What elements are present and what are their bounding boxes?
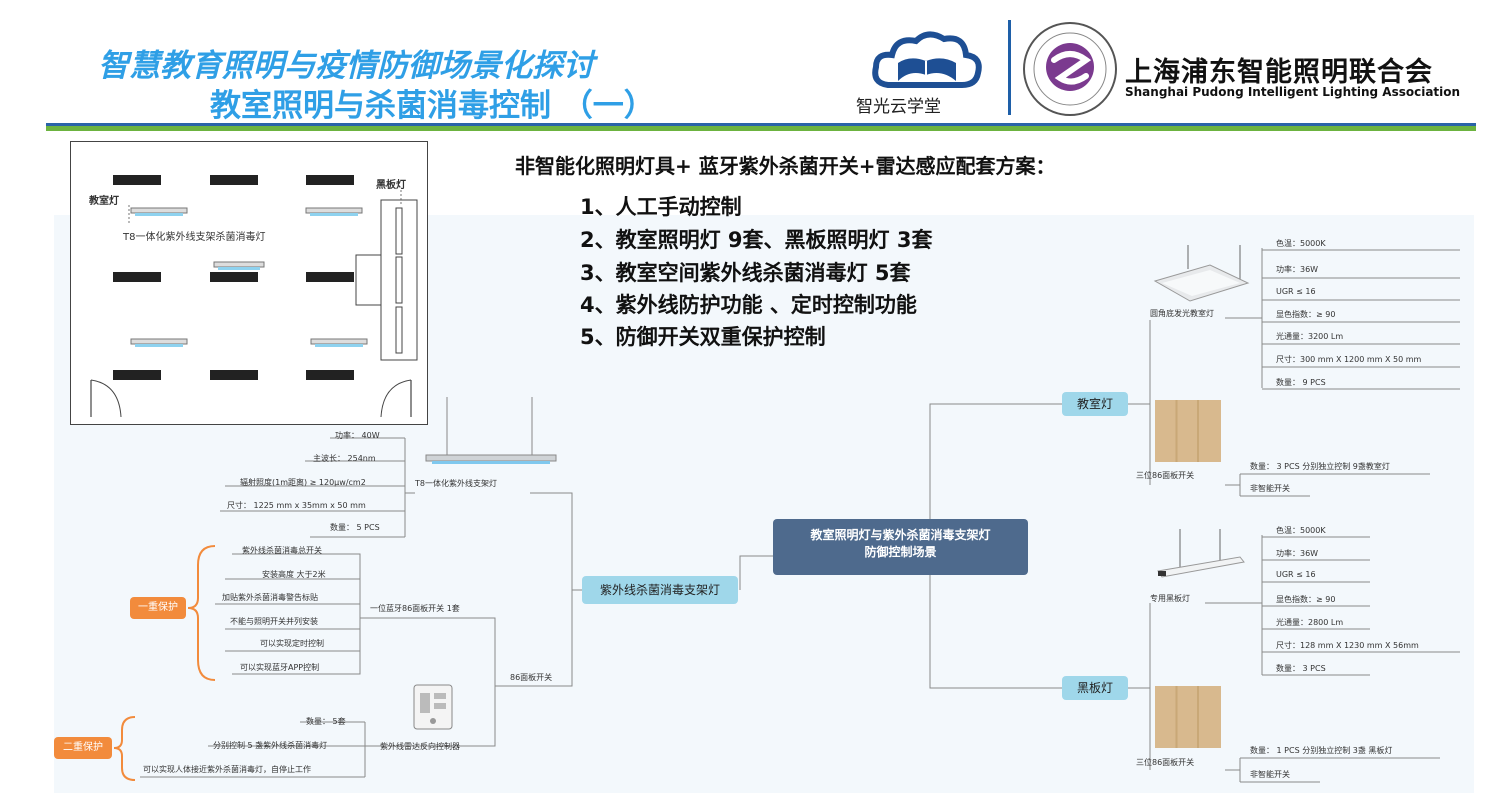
classroom-switch-item: 数量： 3 PCS 分别独立控制 9盏教室灯 bbox=[1250, 462, 1390, 471]
classroom-spec: 尺寸：300 mm X 1200 mm X 50 mm bbox=[1276, 355, 1422, 364]
uv-bt-item: 紫外线杀菌消毒总开关 bbox=[242, 546, 322, 555]
radar-controller-icon bbox=[413, 684, 453, 730]
classroom-light-product-name: 圆角底发光教室灯 bbox=[1150, 309, 1214, 318]
three-gang-switch-image bbox=[1155, 686, 1221, 748]
node-classroom-light: 教室灯 bbox=[1062, 392, 1128, 416]
scheme-title: 非智能化照明灯具+ 蓝牙紫外杀菌开关+雷达感应配套方案： bbox=[515, 154, 1056, 178]
scheme-feature: 3、教室空间紫外线杀菌消毒灯 5套 bbox=[580, 261, 911, 285]
blackboard-spec: 光通量：2800 Lm bbox=[1276, 618, 1344, 627]
uv-bt-item: 加贴紫外杀菌消毒警告标贴 bbox=[222, 593, 318, 602]
uv-bluetooth-switch: 一位蓝牙86面板开关 1套 bbox=[370, 604, 460, 613]
uv-radar-item: 可以实现人体接近紫外杀菌消毒灯，自停止工作 bbox=[143, 765, 311, 774]
association-name-en: Shanghai Pudong Intelligent Lighting Ass… bbox=[1125, 85, 1461, 99]
association-name-cn: 上海浦东智能照明联合会 bbox=[1125, 57, 1433, 88]
uv-bt-item: 可以实现蓝牙APP控制 bbox=[240, 663, 320, 672]
classroom-spec: 数量： 9 PCS bbox=[1276, 378, 1326, 387]
three-gang-switch-image bbox=[1155, 400, 1221, 462]
blackboard-spec: UGR ≤ 16 bbox=[1276, 570, 1316, 579]
header-rule-green bbox=[46, 126, 1476, 131]
first-protection-badge: 一重保护 bbox=[130, 597, 186, 619]
classroom-spec: 色温：5000K bbox=[1276, 239, 1326, 248]
scheme-feature: 5、防御开关双重保护控制 bbox=[580, 325, 826, 349]
title-line-1: 智慧教育照明与疫情防御场景化探讨 bbox=[98, 48, 594, 84]
classroom-spec: 显色指数：≥ 90 bbox=[1276, 310, 1336, 319]
second-protection-badge: 二重保护 bbox=[54, 737, 112, 759]
header-rule-blue bbox=[46, 123, 1476, 126]
uv-spec: 辐射照度(1m距离) ≥ 120μw/cm2 bbox=[240, 478, 366, 487]
classroom-floor-plan: 教室灯 T8一体化紫外线支架杀菌消毒灯 黑板灯 bbox=[70, 141, 428, 425]
uv-bt-item: 可以实现定时控制 bbox=[260, 639, 324, 648]
uv-radar-controller: 紫外线雷达反向控制器 bbox=[380, 742, 460, 751]
blackboard-switch-name: 三位86面板开关 bbox=[1136, 758, 1195, 767]
association-seal-icon bbox=[1023, 22, 1117, 116]
uv-spec: 尺寸： 1225 mm x 35mm x 50 mm bbox=[227, 501, 366, 510]
blackboard-switch-item: 非智能开关 bbox=[1250, 770, 1290, 779]
title-line-2: 教室照明与杀菌消毒控制 （一） bbox=[210, 88, 655, 124]
uv-light-product-name: T8一体化紫外线支架灯 bbox=[415, 479, 497, 488]
uv-light-product-icon bbox=[425, 397, 557, 464]
mindmap-center-node: 教室照明灯与紫外杀菌消毒支架灯 防御控制场景 bbox=[773, 519, 1028, 575]
uv-bt-item: 不能与照明开关并列安装 bbox=[230, 617, 318, 626]
plan-classroom-light-label: 教室灯 bbox=[89, 196, 119, 207]
blackboard-spec: 数量： 3 PCS bbox=[1276, 664, 1326, 673]
blackboard-light-product-icon bbox=[1157, 529, 1245, 578]
cloud-book-logo-icon bbox=[872, 31, 982, 88]
blackboard-spec: 尺寸：128 mm X 1230 mm X 56mm bbox=[1276, 641, 1419, 650]
logo-text: 智光云学堂 bbox=[856, 97, 941, 117]
uv-spec: 功率： 40W bbox=[335, 431, 380, 440]
blackboard-spec: 显色指数：≥ 90 bbox=[1276, 595, 1336, 604]
blackboard-spec: 功率：36W bbox=[1276, 549, 1319, 558]
uv-bt-item: 安装高度 大于2米 bbox=[262, 570, 326, 579]
classroom-spec: 光通量：3200 Lm bbox=[1276, 332, 1344, 341]
blackboard-switch-item: 数量： 1 PCS 分别独立控制 3盏 黑板灯 bbox=[1250, 746, 1393, 755]
plan-uv-light-label: T8一体化紫外线支架杀菌消毒灯 bbox=[123, 232, 266, 243]
classroom-switch-name: 三位86面板开关 bbox=[1136, 471, 1195, 480]
scheme-feature: 2、教室照明灯 9套、黑板照明灯 3套 bbox=[580, 228, 933, 252]
uv-spec: 数量： 5 PCS bbox=[330, 523, 380, 532]
uv-panel-switch: 86面板开关 bbox=[510, 673, 553, 682]
classroom-spec: 功率：36W bbox=[1276, 265, 1319, 274]
scheme-feature: 4、紫外线防护功能 、定时控制功能 bbox=[580, 293, 917, 317]
uv-radar-item: 分别控制 5 盏紫外线杀菌消毒灯 bbox=[213, 741, 328, 750]
scheme-feature: 1、人工手动控制 bbox=[580, 195, 742, 219]
blackboard-light-product-name: 专用黑板灯 bbox=[1150, 594, 1190, 603]
node-uv-light: 紫外线杀菌消毒支架灯 bbox=[582, 576, 738, 604]
classroom-light-product-icon bbox=[1153, 245, 1250, 302]
blackboard-spec: 色温：5000K bbox=[1276, 526, 1326, 535]
node-blackboard-light: 黑板灯 bbox=[1062, 676, 1128, 700]
header-separator bbox=[1008, 20, 1011, 115]
uv-radar-item: 数量： 5套 bbox=[306, 717, 346, 726]
classroom-switch-item: 非智能开关 bbox=[1250, 484, 1290, 493]
plan-blackboard-light-label: 黑板灯 bbox=[376, 180, 406, 191]
uv-spec: 主波长： 254nm bbox=[313, 454, 376, 463]
classroom-spec: UGR ≤ 16 bbox=[1276, 287, 1316, 296]
center-node-text: 教室照明灯与紫外杀菌消毒支架灯 防御控制场景 bbox=[810, 528, 991, 559]
